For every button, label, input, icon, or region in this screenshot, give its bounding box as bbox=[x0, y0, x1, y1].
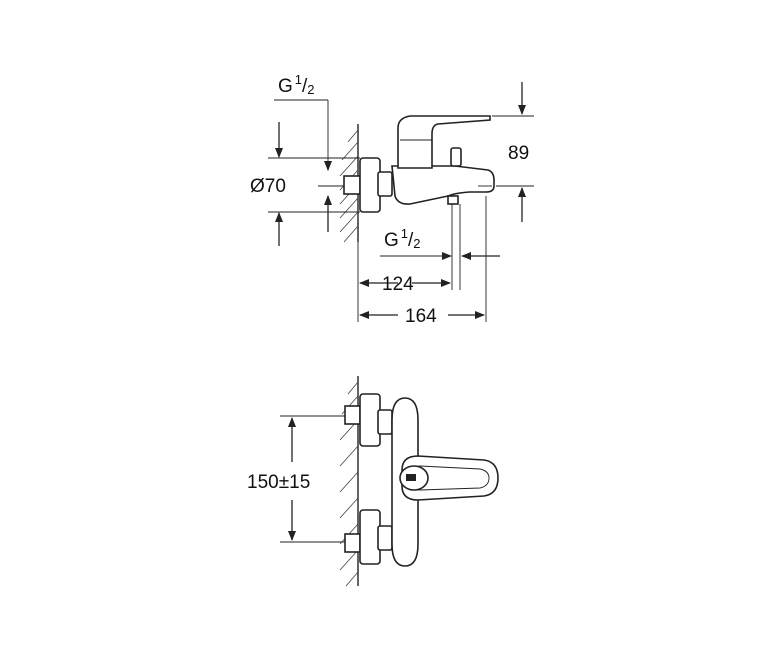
connector-lower bbox=[344, 533, 361, 553]
hose-connector bbox=[447, 195, 459, 205]
reach-label: 124 bbox=[382, 274, 414, 295]
indicator-icon bbox=[406, 474, 416, 481]
rosette-lower bbox=[359, 509, 381, 565]
rosette bbox=[359, 157, 381, 213]
height-label: 89 bbox=[508, 143, 529, 164]
lever-loop bbox=[401, 455, 499, 501]
rosette-upper bbox=[359, 393, 381, 447]
spacing-label: 150±15 bbox=[247, 472, 310, 493]
depth-label: 164 bbox=[405, 306, 437, 327]
nut bbox=[377, 171, 393, 197]
diverter-knob bbox=[450, 147, 462, 167]
wall-connector bbox=[343, 175, 361, 195]
diameter-label: Ø70 bbox=[250, 176, 286, 197]
mixer-body bbox=[391, 165, 495, 205]
nut-upper bbox=[377, 409, 393, 435]
nut-lower bbox=[377, 525, 393, 551]
connector-upper bbox=[344, 405, 361, 425]
lever-handle bbox=[397, 115, 491, 169]
front-view: 150±15 bbox=[247, 376, 499, 587]
